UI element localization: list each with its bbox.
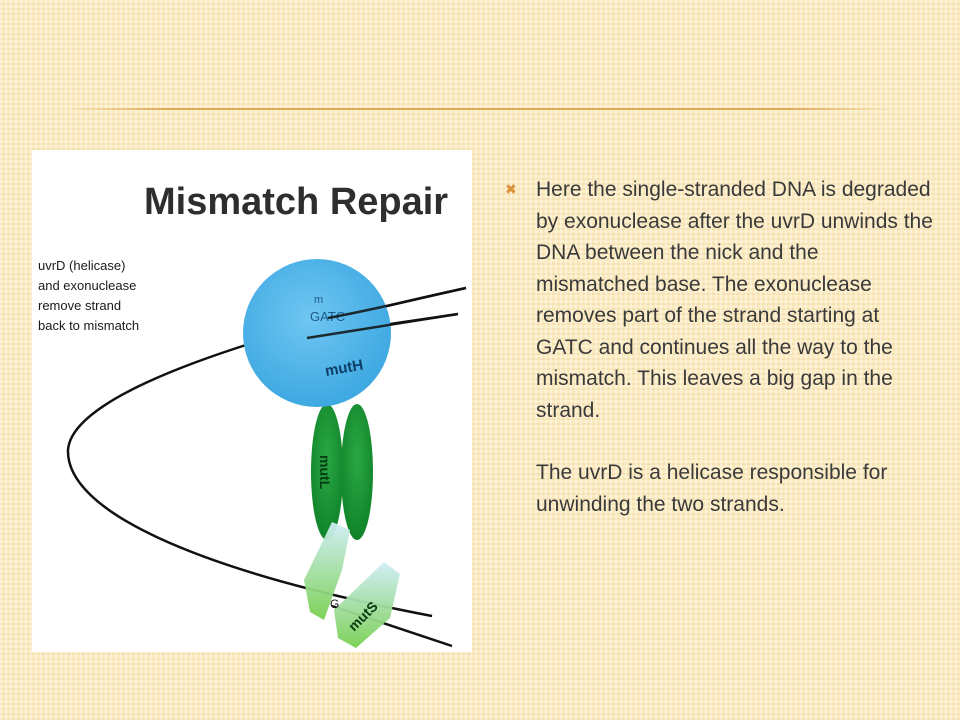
mutH-protein — [243, 259, 391, 407]
figure-title: Mismatch Repair — [144, 181, 448, 223]
mutL-left-ellipse — [311, 404, 343, 540]
side-label-line: uvrD (helicase) — [38, 258, 125, 273]
mutL-label: mutL — [317, 455, 333, 490]
side-label: uvrD (helicase) and exonuclease remove s… — [38, 258, 140, 333]
gatc-site-label: GATC — [310, 309, 345, 324]
bullet-block: ✖ Here the single-stranded DNA is degrad… — [505, 174, 935, 520]
mutS-left-lobe — [304, 522, 350, 620]
explanation-paragraph: Here the single-stranded DNA is degraded… — [536, 178, 933, 422]
dna-strand-over-mutH-outer — [327, 286, 467, 320]
mutS-right-lobe — [334, 562, 400, 648]
mutL-right-ellipse — [341, 404, 373, 540]
dna-strand-over-mutH — [306, 312, 459, 340]
mismatch-repair-diagram: Mismatch Repair uvrD (helicase) and exon… — [38, 181, 467, 648]
side-label-line: and exonuclease — [38, 278, 136, 293]
uvrd-paragraph: The uvrD is a helicase responsible for u… — [536, 461, 888, 516]
mismatch-repair-figure: Mismatch Repair uvrD (helicase) and exon… — [32, 150, 472, 652]
mismatch-base-label: G — [330, 597, 339, 611]
side-label-line: back to mismatch — [38, 318, 139, 333]
mutH-label: mutH — [324, 357, 365, 380]
bullet-x-icon: ✖ — [505, 181, 517, 197]
title-divider — [68, 108, 888, 110]
side-label-line: remove strand — [38, 298, 121, 313]
methyl-mark: m — [314, 294, 323, 306]
